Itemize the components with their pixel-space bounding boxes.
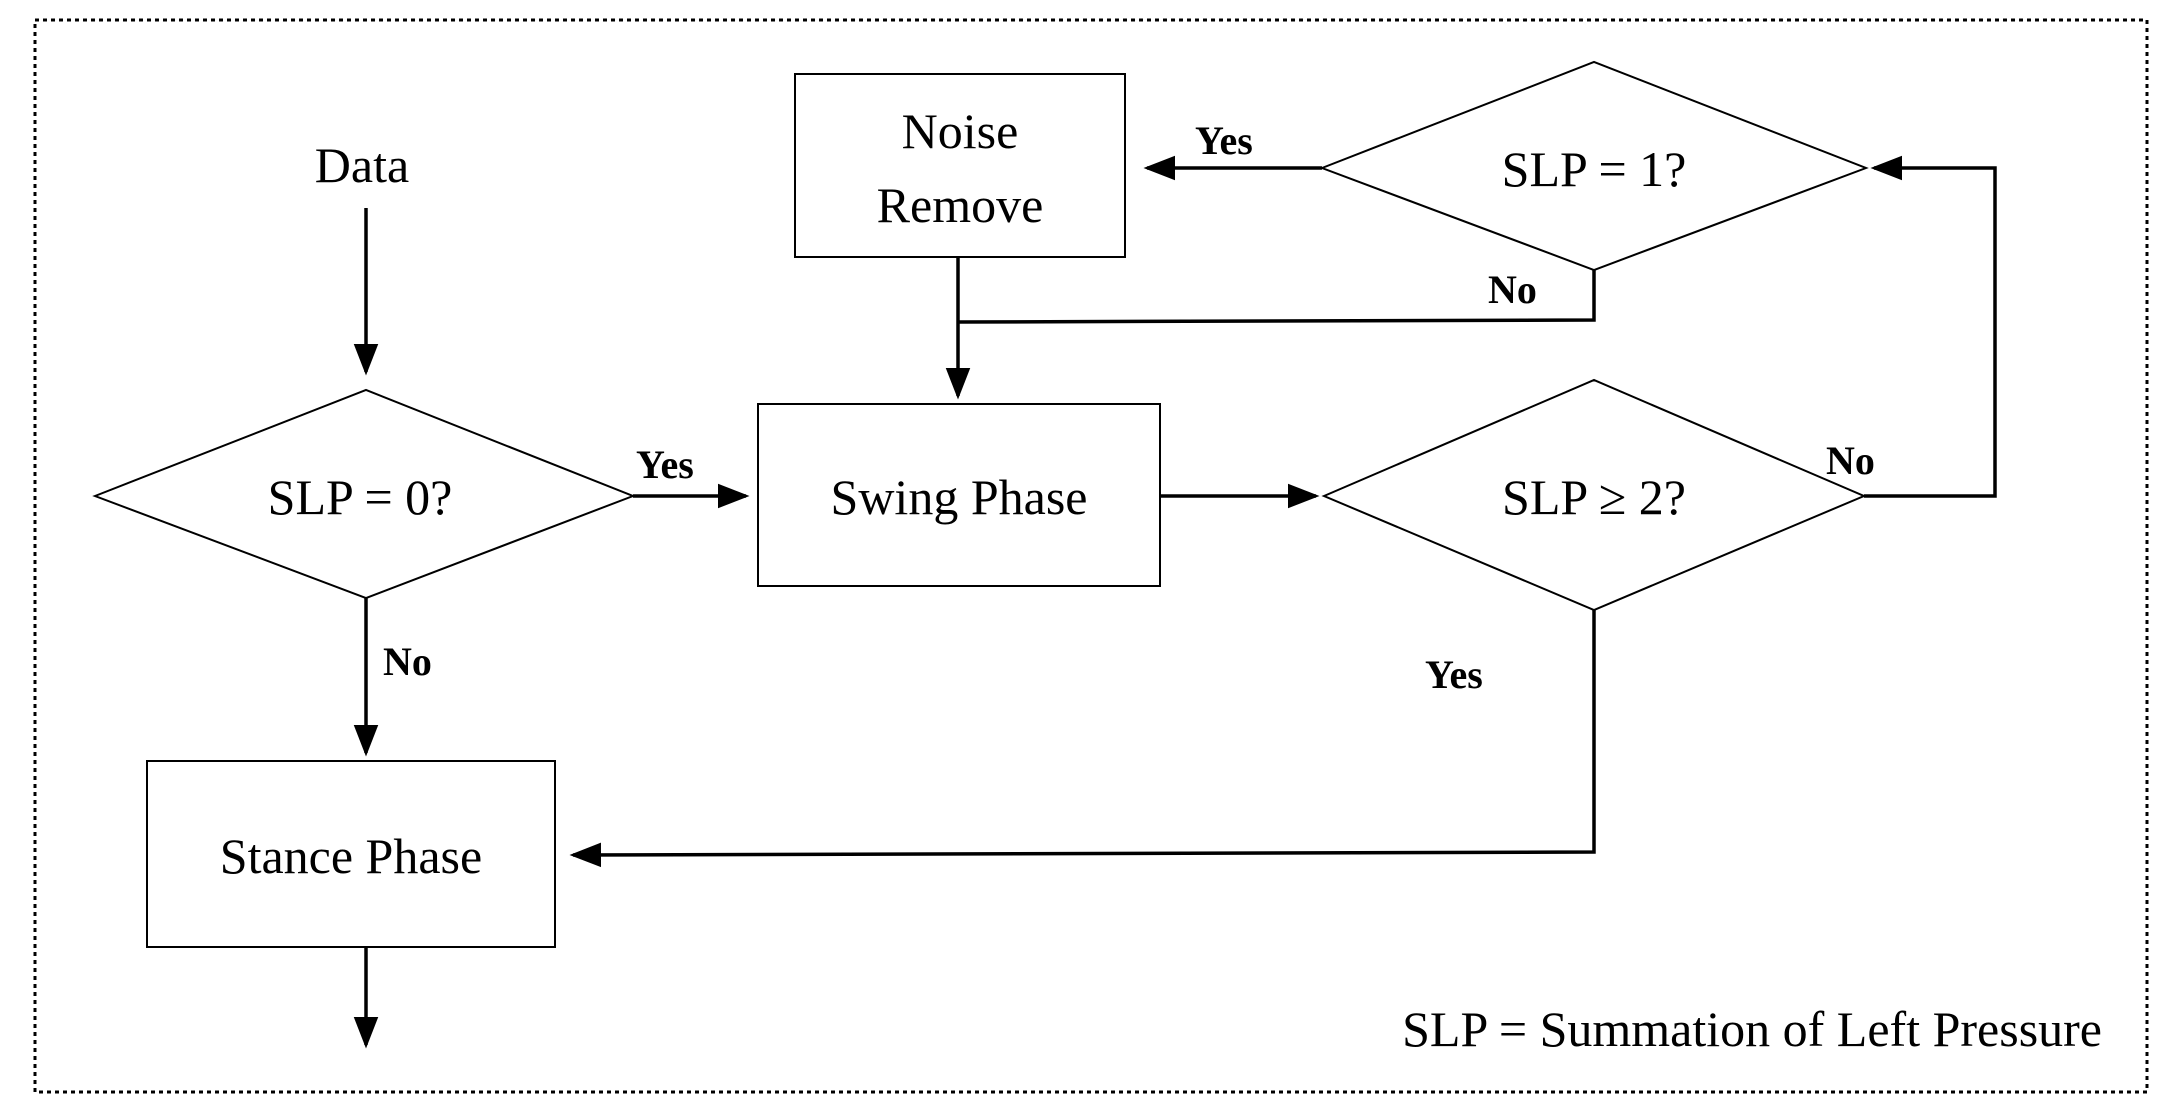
swing-phase-label: Swing Phase — [831, 469, 1088, 525]
slp-ge-2-label: SLP ≥ 2? — [1502, 469, 1686, 525]
edge-label-slp0-no: No — [383, 639, 432, 684]
arrow-slp2-yes-to-stance — [569, 610, 1596, 868]
edge-label-slp1-no: No — [1488, 267, 1537, 312]
edge-label-slp2-yes: Yes — [1425, 652, 1483, 697]
slp-eq-1-decision — [1319, 60, 1869, 272]
edge-label-slp0-yes: Yes — [636, 442, 694, 487]
slp-eq-0-label: SLP = 0? — [268, 469, 453, 525]
legend-note: SLP = Summation of Left Pressure — [1402, 1001, 2102, 1057]
line-slp1-no-to-junction — [957, 270, 1596, 324]
edge-label-slp2-no: No — [1826, 438, 1875, 483]
noise-remove-box — [794, 73, 1126, 258]
data-start-label: Data — [315, 137, 409, 193]
noise-remove-label-line2: Remove — [877, 177, 1044, 233]
diagram-frame — [33, 18, 2149, 1094]
slp-eq-1-label: SLP = 1? — [1502, 141, 1687, 197]
edge-label-slp1-yes: Yes — [1195, 118, 1253, 163]
stance-phase-box — [146, 760, 556, 948]
noise-remove-label-line1: Noise — [902, 103, 1019, 159]
slp-eq-0-decision — [92, 388, 636, 600]
swing-phase-box — [757, 403, 1161, 587]
slp-ge-2-decision — [1321, 378, 1867, 612]
stance-phase-label: Stance Phase — [220, 828, 482, 884]
arrow-slp2-no-to-slp1 — [1864, 155, 1997, 498]
